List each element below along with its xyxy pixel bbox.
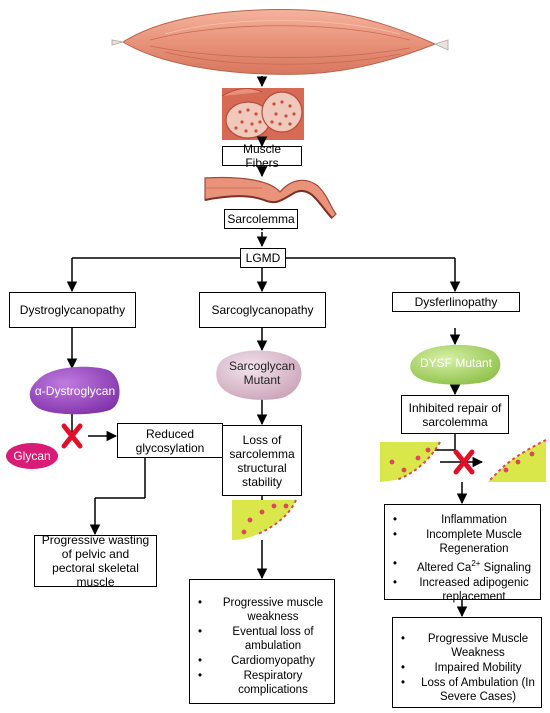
dysf-blob [410,344,501,385]
inhibited-repair-box: Inhibited repair of sarcolemma [401,395,509,434]
sarcolemma-illustration [204,176,337,219]
top-connectors [66,76,461,293]
reduced-glycosylation-box: Reduced glycosylation [117,423,223,458]
muscle-fibers-illustration [221,88,304,140]
glycan-label: Glycan [13,449,51,463]
sarcoglycan-blob [216,350,302,400]
left-cross-icon [61,423,83,449]
sarcoglycan-mutant-label: Sarcoglycan Mutant [220,359,304,387]
right-effects-list: Inflammation Incomplete Muscle Regenerat… [387,513,539,605]
alpha-dystroglycan-blob [29,366,120,415]
altered-sup: 2+ [471,559,481,568]
dysf-mutant-label: DYSF Mutant [419,356,493,370]
glycan-blob [6,443,58,469]
altered-prefix: Altered Ca [417,561,472,574]
progressive-wasting-box: Progressive wasting of pelvic and pector… [34,533,157,589]
dysferlinopathy-box: Dysferlinopathy [392,292,520,312]
adipogenic-item: Increased adipogenic replacement [387,576,539,604]
middle-outcomes-box: Progressive muscle weakness Eventual los… [189,579,335,704]
inflammation-item: Inflammation [387,513,539,527]
right-outcome-item: Loss of Ambulation (In Severe Cases) [395,676,539,704]
left-connectors [66,328,146,536]
sarcoglycan-label-line1: Sarcoglycan [228,359,296,373]
right-outcomes-list: Progressive Muscle Weakness Impaired Mob… [395,632,539,705]
loss-stability-box: Loss of sarcolemma structural stability [222,425,302,496]
right-effects-box: Inflammation Incomplete Muscle Regenerat… [384,504,541,603]
middle-outcome-item: Progressive muscle weakness [192,596,332,624]
altered-calcium-item: Altered Ca2+ Signaling [387,557,539,575]
sarcoglycan-label-line2: Mutant [243,373,281,387]
lgmd-label: LGMD [240,248,286,268]
sarcoglycanopathy-box: Sarcoglycanopathy [199,292,326,328]
muscle-fibers-label: Muscle Fibers [222,142,302,170]
dystroglycanopathy-box: Dystroglycanopathy [9,292,136,328]
right-cross-icon [453,449,475,475]
middle-outcome-item: Cardiomyopathy [192,654,332,668]
middle-membrane-illustration [232,499,297,540]
right-membrane-illustration [380,439,547,483]
alpha-dystroglycan-label: α-Dystroglycan [34,384,116,398]
altered-suffix: Signaling [480,561,531,574]
muscle-illustration [111,9,449,75]
regeneration-item: Incomplete Muscle Regeneration [387,528,539,556]
right-outcome-item: Progressive Muscle Weakness [395,632,539,660]
sarcolemma-label: Sarcolemma [224,209,298,229]
right-outcome-item: Impaired Mobility [395,661,539,675]
middle-outcome-item: Eventual loss of ambulation [192,625,332,653]
middle-outcome-item: Respiratory complications [192,669,332,697]
right-outcomes-box: Progressive Muscle Weakness Impaired Mob… [392,617,542,708]
middle-outcomes-list: Progressive muscle weakness Eventual los… [192,596,332,698]
